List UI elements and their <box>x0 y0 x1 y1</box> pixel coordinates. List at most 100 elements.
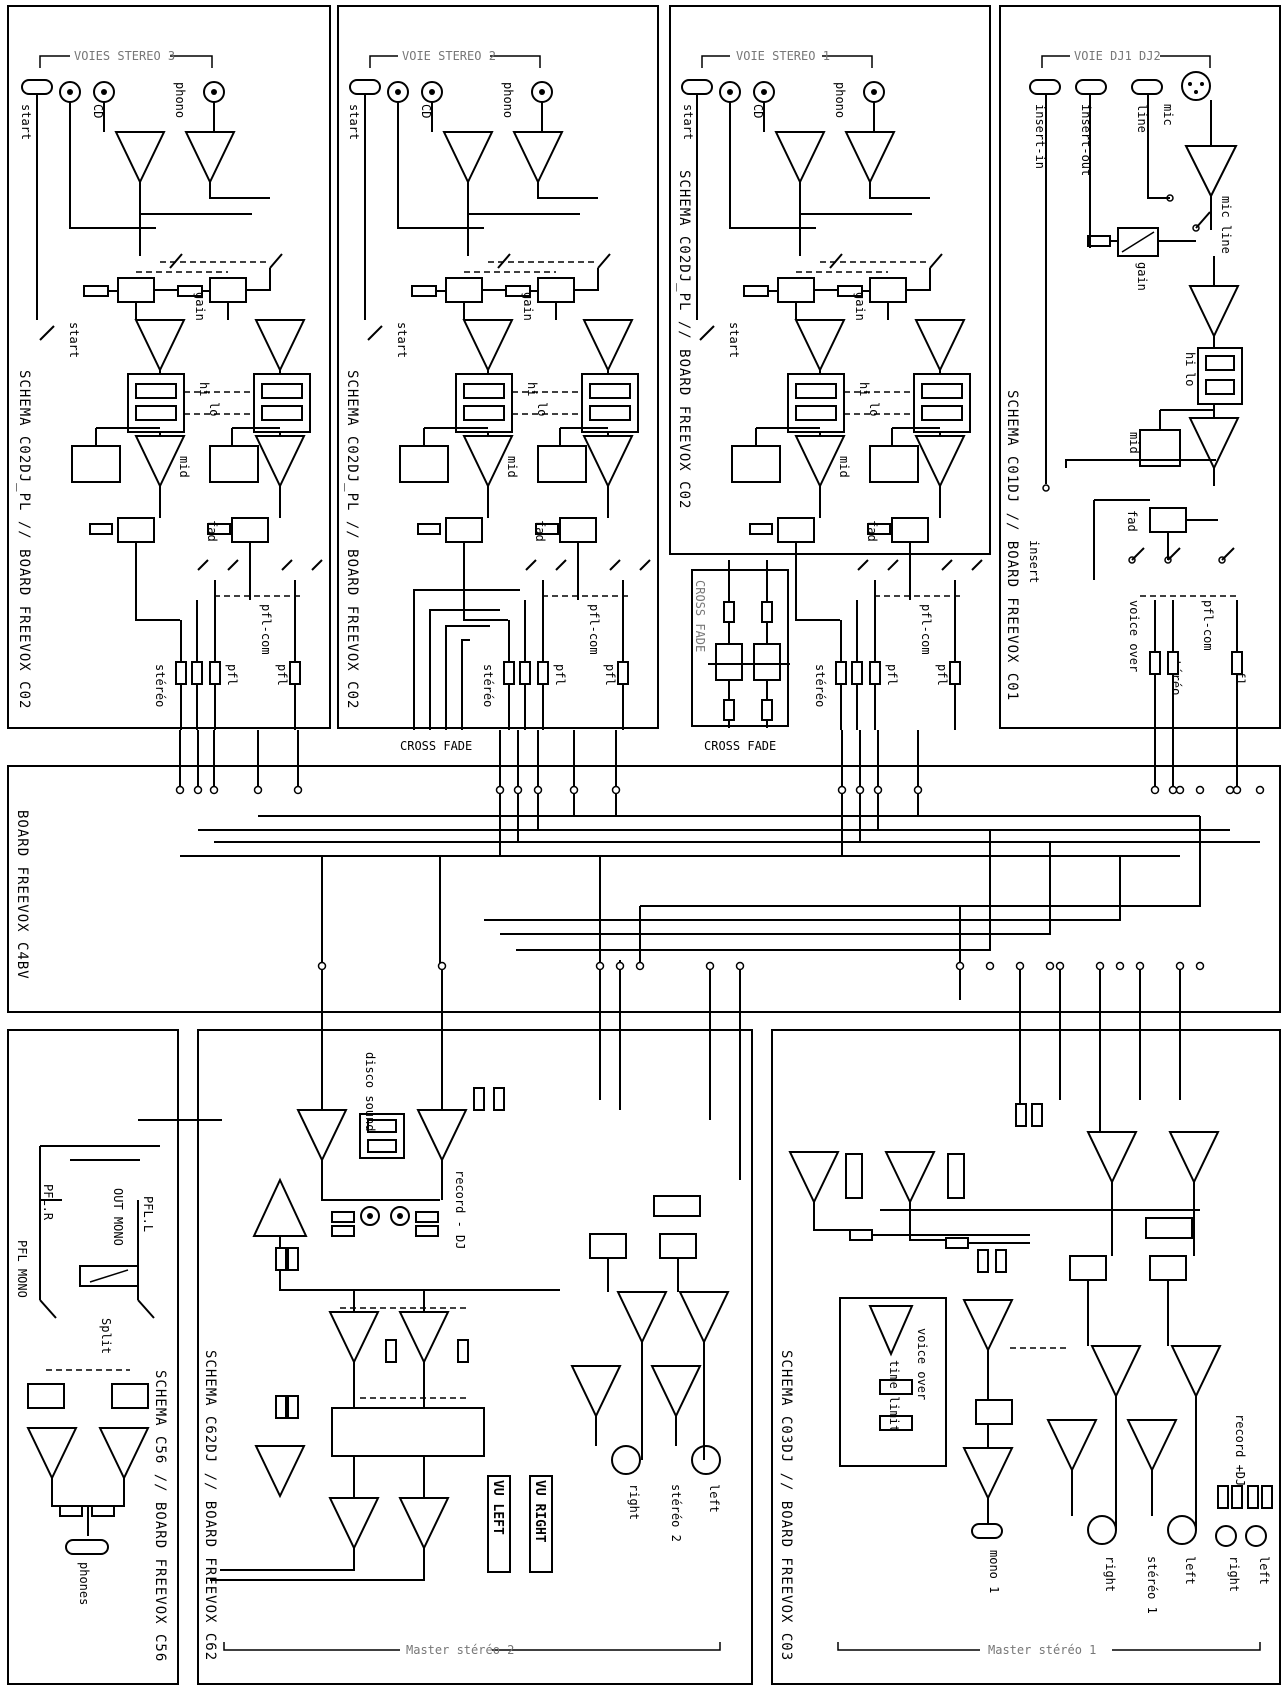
svg-text:VU LEFT: VU LEFT <box>490 1480 505 1535</box>
svg-text:PFL.L: PFL.L <box>141 1196 155 1232</box>
svg-text:fad: fad <box>865 520 879 542</box>
board-c02-stereo2-title: SCHEMA C02DJ_PL // BOARD FREEVOX C02 <box>344 370 360 709</box>
svg-text:start: start <box>727 322 741 358</box>
board-c4bv-title: BOARD FREEVOX C4BV <box>14 810 30 980</box>
svg-text:pfl: pfl <box>603 664 617 686</box>
svg-text:CROSS FADE: CROSS FADE <box>693 580 707 652</box>
svg-text:lo: lo <box>535 402 549 416</box>
svg-text:disco sound: disco sound <box>363 1052 377 1131</box>
svg-text:gain: gain <box>853 292 867 321</box>
headphone-section: PFL.R OUT MONO PFL.L PFL MONO Split phon… <box>15 1119 222 1605</box>
board-c02-stereo3-title: SCHEMA C02DJ_PL // BOARD FREEVOX C02 <box>16 370 32 709</box>
channel-strip-stereo2 <box>349 79 651 730</box>
stereo3-labels: start CD phono gain start hi lo mid fad … <box>19 82 289 707</box>
svg-text:start: start <box>67 322 81 358</box>
header-stereo3: VOIES STEREO 3 <box>39 49 213 68</box>
board-c03-title: SCHEMA C03DJ // BOARD FREEVOX C03 <box>778 1350 794 1661</box>
svg-text:insert: insert <box>1027 540 1041 583</box>
svg-text:phono: phono <box>173 82 187 118</box>
svg-text:stéréo: stéréo <box>481 664 495 707</box>
cross-fade-label-b: CROSS FADE <box>704 739 776 753</box>
svg-text:mid: mid <box>177 456 191 478</box>
svg-text:Master stéréo 1: Master stéréo 1 <box>988 1643 1096 1657</box>
board-c03-frame <box>771 1029 1281 1685</box>
svg-text:CD: CD <box>751 104 765 118</box>
svg-text:hi: hi <box>197 382 211 396</box>
svg-text:stéréo: stéréo <box>153 664 167 707</box>
svg-text:stéréo 1: stéréo 1 <box>1145 1556 1159 1614</box>
svg-text:stéréo: stéréo <box>813 664 827 707</box>
cross-fade-wires-a <box>413 589 520 730</box>
board-c56-frame <box>7 1029 179 1685</box>
svg-text:start: start <box>347 104 361 140</box>
svg-text:gain: gain <box>521 292 535 321</box>
svg-text:line: line <box>1135 104 1149 133</box>
svg-text:pfl: pfl <box>935 664 949 686</box>
svg-text:phono: phono <box>833 82 847 118</box>
board-c02-stereo1-title: SCHEMA C02DJ_PL // BOARD FREEVOX C02 <box>676 170 692 509</box>
svg-text:gain: gain <box>1135 262 1149 291</box>
svg-text:start: start <box>19 104 33 140</box>
svg-text:phones: phones <box>77 1562 91 1605</box>
svg-text:OUT MONO: OUT MONO <box>111 1188 125 1246</box>
svg-text:Master stéréo 2: Master stéréo 2 <box>406 1643 514 1657</box>
svg-text:CD: CD <box>419 104 433 118</box>
svg-text:mid: mid <box>837 456 851 478</box>
svg-text:start: start <box>681 104 695 140</box>
svg-text:fad: fad <box>1125 510 1139 532</box>
header-stereo1: VOIE STEREO 1 <box>701 49 873 68</box>
board-c01-frame <box>999 5 1281 729</box>
disco-amp-right <box>416 1109 468 1163</box>
svg-text:insert-in: insert-in <box>1033 104 1047 169</box>
svg-text:voice over: voice over <box>1127 600 1141 672</box>
svg-text:PFL MONO: PFL MONO <box>15 1240 29 1298</box>
svg-text:lo: lo <box>207 402 221 416</box>
board-c62-frame <box>197 1029 753 1685</box>
svg-text:mid: mid <box>1127 432 1141 454</box>
svg-text:mono 1: mono 1 <box>987 1550 1001 1593</box>
svg-text:right: right <box>1103 1556 1117 1592</box>
svg-text:pfl-com: pfl-com <box>919 604 933 655</box>
svg-text:hi: hi <box>525 382 539 396</box>
master2-section: disco sound record - DJ VU LEFT VU RIGHT <box>210 1052 730 1657</box>
stereo2-labels: start CD phono gain start hi lo mid fad … <box>347 82 617 753</box>
svg-text:record - DJ: record - DJ <box>453 1170 467 1249</box>
svg-text:pfl: pfl <box>885 664 899 686</box>
svg-text:mid: mid <box>505 456 519 478</box>
svg-text:pfl-com: pfl-com <box>587 604 601 655</box>
svg-text:fad: fad <box>205 520 219 542</box>
board-c02-stereo2-frame <box>337 5 659 729</box>
master1-section: voice over time limit mono 1 record +DJ … <box>788 1103 1273 1657</box>
svg-text:CD: CD <box>91 104 105 118</box>
board-c56-title: SCHEMA C56 // BOARD FREEVOX C56 <box>152 1370 168 1662</box>
svg-text:PFL.R: PFL.R <box>41 1184 55 1221</box>
svg-text:VOIE STEREO 1: VOIE STEREO 1 <box>736 49 830 63</box>
dj-channel: insert-in insert-out line mic mic line g… <box>1027 71 1247 790</box>
header-dj: VOIE DJ1 DJ2 <box>1041 49 1211 68</box>
svg-text:VOIE STEREO 2: VOIE STEREO 2 <box>402 49 496 63</box>
svg-text:lo: lo <box>867 402 881 416</box>
svg-text:pfl-com: pfl-com <box>1201 600 1215 651</box>
disco-amp-left <box>296 1109 348 1163</box>
svg-text:voice over: voice over <box>915 1328 929 1400</box>
svg-text:left: left <box>1183 1556 1197 1585</box>
board-c01-title: SCHEMA C01DJ // BOARD FREEVOX C01 <box>1004 390 1020 701</box>
vu-left-box <box>487 1475 511 1573</box>
svg-text:mic line: mic line <box>1219 196 1233 254</box>
vu-right-box <box>529 1475 553 1573</box>
board-c02-stereo3-frame <box>7 5 331 729</box>
stereo1-labels: start CD phono gain start hi lo mid fad … <box>681 82 949 753</box>
board-c02-stereo1-frame <box>669 5 991 555</box>
svg-text:right: right <box>1227 1556 1241 1592</box>
svg-text:start: start <box>395 322 409 358</box>
svg-text:left: left <box>707 1484 721 1513</box>
board-c62-title: SCHEMA C62DJ // BOARD FREEVOX C62 <box>202 1350 218 1661</box>
svg-text:gain: gain <box>193 292 207 321</box>
svg-text:VOIE DJ1 DJ2: VOIE DJ1 DJ2 <box>1074 49 1161 63</box>
svg-text:pfl-com: pfl-com <box>259 604 273 655</box>
header-stereo2: VOIE STEREO 2 <box>369 49 541 68</box>
svg-text:pfl: pfl <box>275 664 289 686</box>
svg-text:Split: Split <box>99 1318 113 1354</box>
svg-text:right: right <box>627 1484 641 1520</box>
